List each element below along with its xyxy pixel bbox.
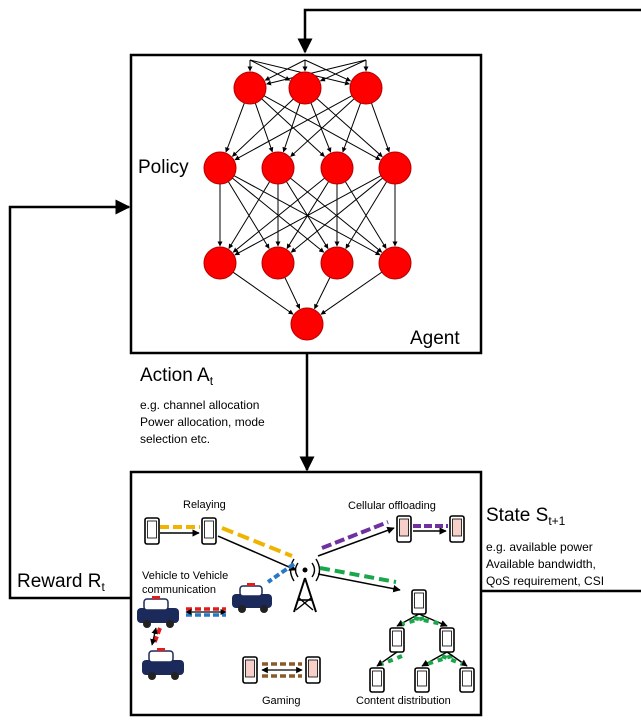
- network-edge: [225, 102, 245, 153]
- network-edge: [310, 102, 332, 153]
- cellular-offloading-label: Cellular offloading: [348, 500, 436, 512]
- police-car-icon: [137, 596, 179, 628]
- state-label: State St+1: [486, 505, 566, 528]
- phone-icon: [411, 589, 427, 615]
- distribution-link-highlight: [441, 654, 463, 666]
- distribution-link: [446, 651, 468, 667]
- neuron-node: [233, 71, 267, 105]
- network-edge: [304, 59, 352, 82]
- environment-illustration: [137, 515, 475, 693]
- network-edge: [316, 98, 383, 158]
- neuron-node: [203, 246, 237, 280]
- action-example-3: selection etc.: [140, 432, 211, 446]
- network-edge: [254, 102, 274, 153]
- network-edge: [249, 59, 350, 86]
- action-example-1: e.g. channel allocation: [140, 398, 260, 412]
- policy-network-nodes: [203, 71, 412, 341]
- policy-network-edges: [217, 59, 398, 315]
- distribution-link: [418, 613, 448, 627]
- network-edge: [282, 102, 301, 153]
- network-edge: [228, 181, 271, 249]
- phone-icon: [439, 627, 455, 653]
- neuron-node: [290, 307, 324, 341]
- state-label-text: State S: [486, 505, 549, 526]
- phone-icon: [144, 517, 160, 545]
- action-example-2: Power allocation, mode: [140, 415, 265, 429]
- phone-icon: [414, 667, 430, 693]
- state-example-2: Available bandwidth,: [486, 557, 596, 571]
- reward-label-text: Reward R: [17, 571, 102, 592]
- neuron-node: [320, 151, 354, 185]
- police-car-icon: [232, 583, 272, 613]
- state-subscript: t+1: [548, 514, 566, 528]
- state-feedback-line: [297, 8, 641, 593]
- reward-subscript: t: [101, 580, 105, 594]
- agent-box: [129, 53, 483, 355]
- reward-label: Reward Rt: [17, 571, 105, 594]
- relaying-label: Relaying: [183, 499, 226, 511]
- network-edge: [290, 177, 383, 253]
- content-distribution-label: Content distribution: [356, 695, 451, 707]
- network-edge: [341, 102, 362, 153]
- neuron-node: [203, 151, 237, 185]
- distribution-link: [396, 613, 420, 627]
- phone-icon: [459, 667, 475, 693]
- neuron-node: [288, 71, 322, 105]
- neuron-node: [261, 151, 295, 185]
- policy-label: Policy: [138, 157, 189, 178]
- network-edge: [249, 59, 291, 81]
- phone-icon: [449, 515, 465, 543]
- network-edge: [290, 98, 355, 157]
- network-edge: [232, 271, 294, 315]
- network-edge: [370, 102, 391, 153]
- reward-line: [8, 199, 131, 600]
- phone-icon: [305, 656, 321, 684]
- neuron-node: [378, 246, 412, 280]
- network-edge: [232, 177, 325, 253]
- network-edge: [284, 277, 301, 310]
- distribution-link: [376, 651, 398, 667]
- agent-label: Agent: [410, 328, 460, 349]
- state-example-3: QoS requirement, CSI: [486, 574, 605, 588]
- network-edge: [232, 98, 294, 157]
- network-edge: [314, 277, 331, 310]
- network-edge: [266, 59, 367, 86]
- network-edge: [320, 271, 383, 315]
- police-car-icon: [142, 648, 184, 680]
- action-label: Action At: [140, 365, 214, 388]
- network-edge: [234, 175, 382, 256]
- network-edge: [319, 59, 367, 82]
- neuron-node: [349, 71, 383, 105]
- gaming-label: Gaming: [262, 695, 301, 707]
- v2v-label-line2: communication: [142, 584, 216, 596]
- network-edge: [234, 95, 353, 161]
- v2v-label-line1: Vehicle to Vehicle: [142, 570, 229, 582]
- action-subscript: t: [209, 374, 214, 388]
- cell-tower-icon: [289, 558, 321, 613]
- phone-icon: [201, 517, 217, 545]
- distribution-link-highlight: [381, 654, 403, 666]
- network-edge: [345, 181, 388, 249]
- neuron-node: [378, 151, 412, 185]
- phone-icon: [369, 667, 385, 693]
- neuron-node: [320, 246, 354, 280]
- network-edge: [264, 59, 306, 81]
- state-example-1: e.g. available power: [486, 540, 593, 554]
- distribution-link-highlight: [426, 654, 453, 666]
- distribution-link-highlight: [413, 616, 443, 626]
- distribution-link-highlight: [401, 616, 425, 626]
- neuron-node: [261, 246, 295, 280]
- phone-icon: [396, 515, 412, 543]
- action-label-text: Action A: [140, 365, 210, 386]
- phone-icon: [389, 627, 405, 653]
- phone-icon: [242, 656, 258, 684]
